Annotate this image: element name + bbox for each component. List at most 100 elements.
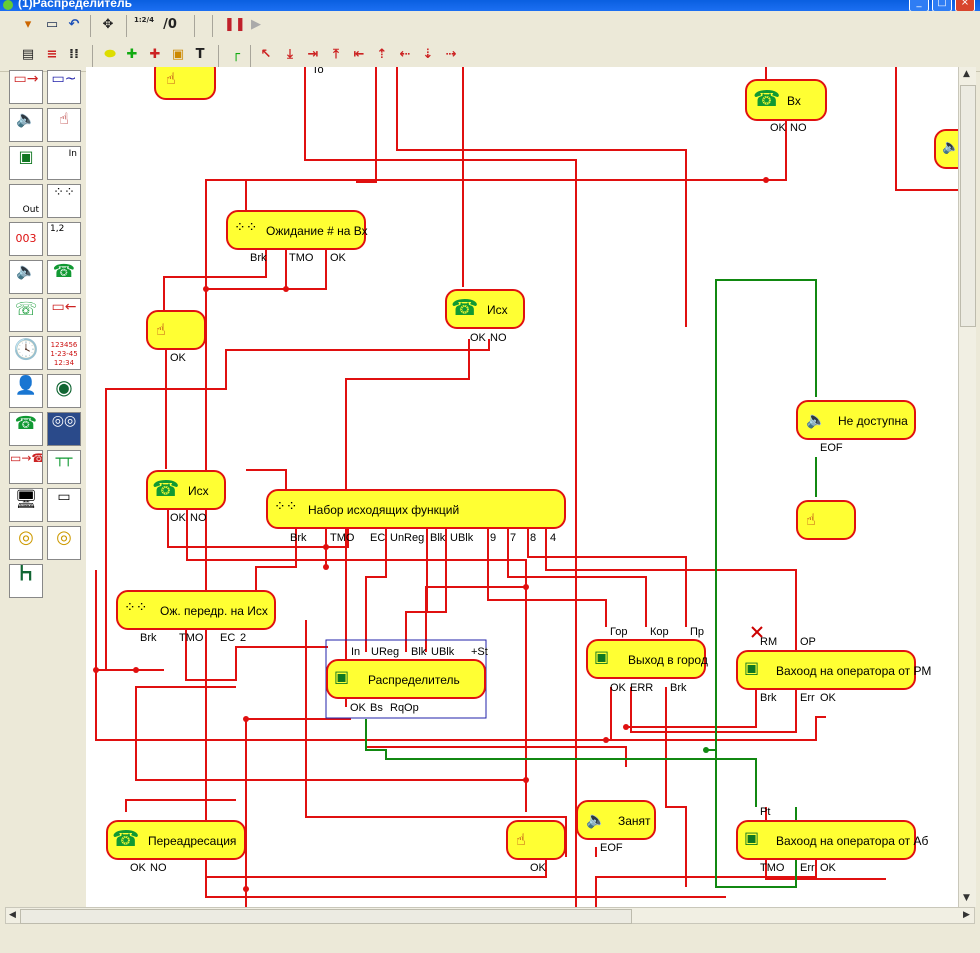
- partial-node-right[interactable]: 🔈: [934, 129, 958, 169]
- node-distributor-title: Распределитель: [368, 673, 460, 687]
- port-right-icon[interactable]: ⇥: [307, 47, 319, 62]
- node-user-bottom[interactable]: ☝: [506, 820, 566, 860]
- frame-tool-icon[interactable]: ▣: [171, 47, 185, 62]
- coins-icon[interactable]: ◎: [9, 526, 43, 560]
- divide-zero-button[interactable]: /0: [158, 15, 182, 35]
- corner-tool-icon[interactable]: ┌: [232, 47, 240, 62]
- horizontal-scroll-thumb[interactable]: [20, 909, 632, 924]
- node-forward[interactable]: ☎ Переадресация: [106, 820, 246, 860]
- node-city[interactable]: ▣ Выход в город: [586, 639, 708, 679]
- out-block-icon[interactable]: Out: [9, 184, 43, 218]
- diagram-canvas[interactable]: To ☝ 🔈 ☎ Вх OK NO ⁘⁘ Ожидание # на Вх Br…: [86, 67, 958, 907]
- node-not-available-title: Не доступна: [838, 414, 908, 428]
- node-wait-hash[interactable]: ⁘⁘ Ожидание # на Вх: [226, 210, 368, 250]
- operator-icon[interactable]: 👤: [9, 374, 43, 408]
- billing-icon[interactable]: ◎: [47, 526, 81, 560]
- port-in-icon[interactable]: ⇠: [399, 47, 411, 62]
- port-ok: OK: [170, 512, 186, 524]
- record-icon[interactable]: ▭~: [47, 70, 81, 104]
- scroll-up-icon[interactable]: ▲: [963, 69, 970, 79]
- user-node-top[interactable]: ☝: [154, 67, 216, 100]
- ring-icon[interactable]: ☏: [9, 298, 43, 332]
- scroll-down-icon[interactable]: ▼: [963, 893, 970, 903]
- app-icon: [3, 0, 13, 10]
- node-operator-ab[interactable]: ▣ Вахоод на оператора от Аб: [736, 820, 928, 860]
- dial-icon[interactable]: ◉: [47, 374, 81, 408]
- node-out-funcs[interactable]: ⁘⁘ Набор исходящих функций: [266, 489, 566, 529]
- input-op: OP: [800, 636, 816, 648]
- port-down-icon[interactable]: ⤓: [287, 47, 293, 62]
- counter-icon[interactable]: 003: [9, 222, 43, 256]
- branch-icon[interactable]: ┬┬: [47, 450, 81, 484]
- horizontal-scrollbar[interactable]: ◀ ▶: [5, 907, 975, 924]
- dtmf-keypad-icon: ⁘⁘: [234, 220, 258, 236]
- node-isx-1-title: Исх: [487, 303, 508, 317]
- port-up2-icon[interactable]: ⇡: [376, 47, 388, 62]
- minimize-button[interactable]: _: [909, 0, 929, 11]
- port-bs: Bs: [370, 702, 383, 714]
- ratio-label: 1:2/4: [134, 16, 154, 24]
- port-out-icon[interactable]: ⇢: [445, 47, 457, 62]
- arrow-nw-icon[interactable]: ↖: [260, 47, 272, 62]
- node-user-1[interactable]: ☝: [146, 310, 206, 350]
- dtmf-keypad-icon[interactable]: ⁘⁘: [47, 184, 81, 218]
- node-busy[interactable]: 🔈 Занят: [576, 800, 656, 840]
- distributor-icon[interactable]: ▣: [9, 146, 43, 180]
- in-block-icon[interactable]: In: [47, 146, 81, 180]
- node-isx-2[interactable]: ☎ Исх: [146, 470, 226, 510]
- user-input-icon: ☝: [516, 830, 526, 849]
- node-operator-rm[interactable]: ▣ Вахоод на оператора от РМ: [736, 650, 931, 690]
- node-vx[interactable]: ☎ Вх: [745, 79, 827, 121]
- node-user-2[interactable]: ☝: [796, 500, 856, 540]
- handset-icon: ☎: [112, 827, 140, 852]
- handset-icon[interactable]: ☎: [9, 412, 43, 446]
- text-tool-icon[interactable]: T: [190, 45, 210, 65]
- ratio-icon[interactable]: 1:2/4: [134, 15, 154, 35]
- handset-icon: ☎: [753, 87, 781, 112]
- say-number-icon[interactable]: 1,2: [47, 222, 81, 256]
- node-forward-title: Переадресация: [148, 834, 237, 848]
- layers-icon[interactable]: ▤: [21, 47, 35, 62]
- tape-icon[interactable]: ◎◎: [47, 412, 81, 446]
- time-format-icon[interactable]: 123456 1-23-45 12:34: [47, 336, 81, 370]
- lines-icon[interactable]: ≡: [46, 47, 58, 62]
- close-button[interactable]: ×: [955, 0, 975, 11]
- node-tool-icon[interactable]: ⬬: [104, 47, 116, 62]
- port-left-icon[interactable]: ⇤: [353, 47, 365, 62]
- transfer-icon[interactable]: ▭→☎: [9, 450, 43, 484]
- return-icon[interactable]: ▭←: [47, 298, 81, 332]
- red-plus-icon[interactable]: ✚: [149, 47, 161, 62]
- node-wait-forward[interactable]: ⁘⁘ Ож. передр. на Исх: [116, 590, 276, 630]
- scroll-left-icon[interactable]: ◀: [9, 910, 16, 920]
- node-distributor[interactable]: ▣ Распределитель: [326, 659, 486, 699]
- vertical-scroll-thumb[interactable]: [960, 85, 976, 327]
- pause-icon[interactable]: ❚❚: [224, 17, 246, 32]
- dialog-icon[interactable]: ▭: [47, 488, 81, 522]
- port-no: NO: [150, 862, 167, 874]
- play-icon[interactable]: ▶: [251, 17, 261, 32]
- tree-icon[interactable]: ┣┓: [9, 564, 43, 598]
- speaker-icon[interactable]: 🔈: [9, 108, 43, 142]
- say-digits-icon[interactable]: 🔈: [9, 260, 43, 294]
- node-isx-2-title: Исх: [188, 484, 209, 498]
- scroll-right-icon[interactable]: ▶: [963, 910, 970, 920]
- open-icon[interactable]: ▾: [24, 17, 32, 32]
- move-icon[interactable]: ✥: [102, 17, 114, 32]
- node-not-available[interactable]: 🔈 Не доступна: [796, 400, 916, 440]
- grid-icon[interactable]: ⁞⁞: [69, 47, 79, 62]
- green-plus-icon[interactable]: ✚: [126, 47, 138, 62]
- node-wait-hash-title: Ожидание # на Вх: [266, 224, 368, 238]
- computer-icon[interactable]: 🖥: [9, 488, 43, 522]
- goto-icon[interactable]: ▭→: [9, 70, 43, 104]
- maximize-button[interactable]: □: [932, 0, 952, 11]
- handset-icon: ☎: [152, 477, 180, 502]
- undo-icon[interactable]: ↶: [68, 17, 80, 32]
- clock-icon[interactable]: 🕓: [9, 336, 43, 370]
- vertical-scrollbar[interactable]: ▲ ▼: [958, 67, 976, 907]
- user-input-icon[interactable]: ☝: [47, 108, 81, 142]
- window-icon[interactable]: ▭: [45, 17, 59, 32]
- node-isx-1[interactable]: ☎ Исх: [445, 289, 525, 329]
- port-down2-icon[interactable]: ⇣: [422, 47, 434, 62]
- phone-icon[interactable]: ☎: [47, 260, 81, 294]
- port-up-icon[interactable]: ⤒: [333, 47, 339, 62]
